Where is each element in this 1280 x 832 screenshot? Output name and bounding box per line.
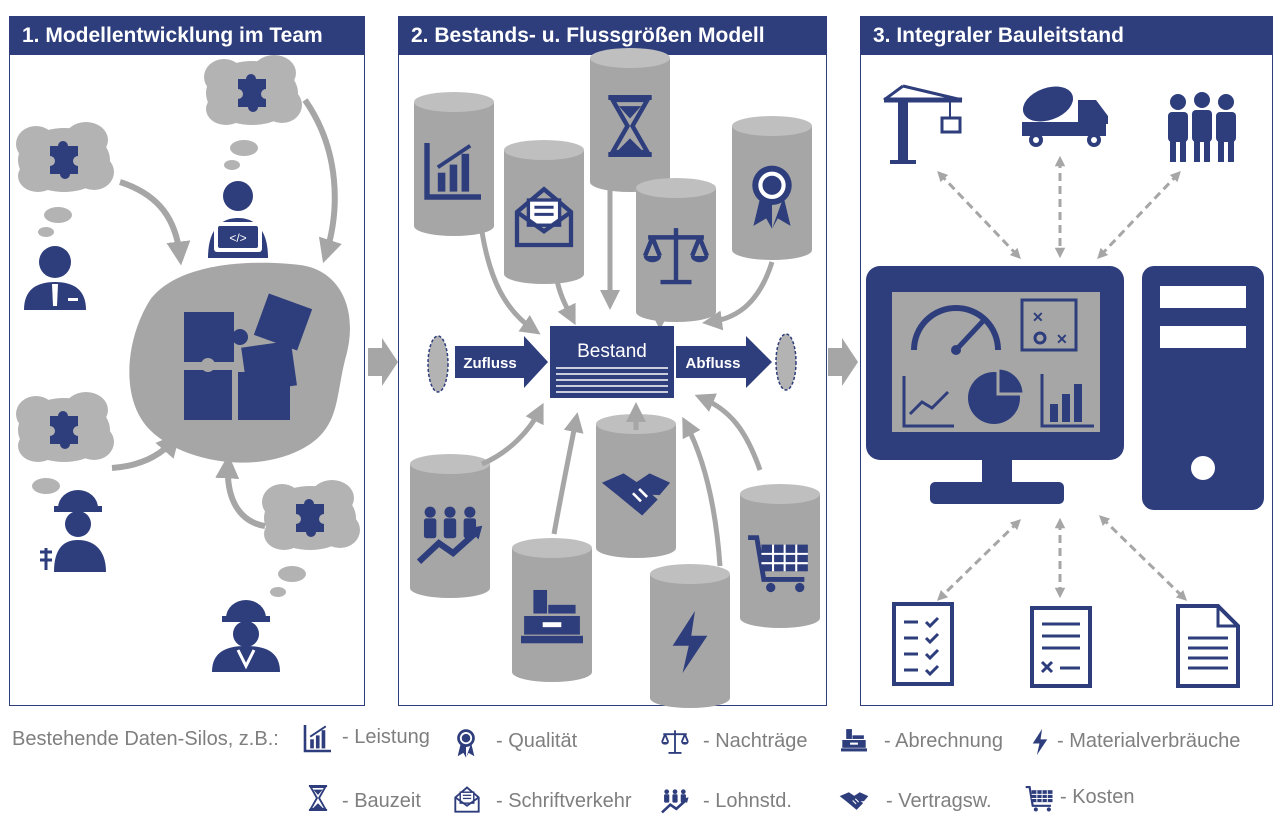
legend-label: - Leistung bbox=[342, 726, 430, 748]
tactics-board-icon: ✕ ✕ bbox=[1020, 298, 1078, 352]
stock-label: Bestand bbox=[577, 341, 647, 362]
inflow-label: Zufluss bbox=[463, 355, 516, 372]
flow-arrows-silos bbox=[479, 190, 775, 567]
shopping-cart-icon bbox=[748, 535, 808, 593]
legend-label: - Bauzeit bbox=[342, 790, 421, 812]
construction-worker-icon bbox=[212, 600, 280, 672]
thought-bubble bbox=[16, 122, 114, 237]
handshake-icon bbox=[839, 792, 869, 810]
thought-bubble bbox=[262, 480, 360, 597]
electrician-icon bbox=[40, 490, 106, 572]
bar-chart-icon bbox=[424, 143, 481, 200]
lightning-icon bbox=[672, 611, 708, 673]
data-silo-cylinder bbox=[504, 140, 584, 284]
data-silo-cylinder bbox=[636, 178, 716, 322]
hourglass-icon bbox=[608, 95, 652, 157]
legend-label: - Qualität bbox=[496, 730, 578, 752]
bar-chart-icon bbox=[303, 725, 331, 753]
monitor-dashboard-icon: ✕ ✕ bbox=[866, 266, 1124, 504]
data-silo-cylinder bbox=[590, 48, 670, 192]
thought-bubble bbox=[204, 55, 302, 170]
legend-label: - Abrechnung bbox=[884, 730, 1003, 752]
bar-chart-icon bbox=[1040, 374, 1094, 428]
document-icon bbox=[1176, 604, 1240, 688]
line-chart-icon bbox=[902, 376, 954, 428]
data-silo-cylinder bbox=[650, 564, 730, 708]
outflow-label: Abfluss bbox=[685, 355, 740, 372]
invoice-icon bbox=[1030, 606, 1092, 688]
panel-title: 1. Modellentwicklung im Team bbox=[10, 17, 364, 55]
legend-lead: Bestehende Daten-Silos, z.B.: bbox=[12, 728, 279, 750]
data-silo-cylinder bbox=[740, 484, 820, 628]
envelope-icon bbox=[514, 186, 574, 248]
svg-text:</>: </> bbox=[229, 231, 246, 245]
legend-label: - Kosten bbox=[1060, 786, 1135, 808]
shopping-cart-icon bbox=[1025, 785, 1053, 812]
dashed-link-arrows bbox=[936, 155, 1188, 601]
pie-chart-icon bbox=[968, 366, 1026, 424]
award-ribbon-icon bbox=[752, 165, 792, 229]
data-silo-cylinder bbox=[414, 92, 494, 236]
crane-icon bbox=[883, 84, 963, 164]
chevron-arrow-icon bbox=[368, 338, 398, 386]
combined-puzzle-icon bbox=[184, 293, 313, 420]
data-silo-cylinder bbox=[512, 538, 592, 682]
team-group-icon bbox=[1168, 92, 1236, 162]
handshake-icon bbox=[601, 473, 671, 516]
panel-title: 2. Bestands- u. Flussgrößen Modell bbox=[399, 17, 826, 55]
team-blob bbox=[129, 262, 350, 463]
cash-register-icon bbox=[841, 729, 867, 752]
thought-bubble bbox=[16, 392, 114, 494]
legend-label: - Materialverbräuche bbox=[1057, 730, 1241, 752]
workforce-trend-icon bbox=[416, 506, 483, 565]
legend-label: - Schriftverkehr bbox=[496, 790, 632, 812]
cash-register-icon bbox=[521, 589, 583, 644]
legend-label: - Vertragsw. bbox=[886, 790, 992, 812]
gauge-icon bbox=[911, 305, 1001, 355]
checklist-icon bbox=[892, 602, 954, 686]
chevron-arrow-icon bbox=[828, 338, 858, 386]
flow-arrows-team bbox=[111, 98, 342, 529]
legend-label: - Nachträge bbox=[703, 730, 808, 752]
outflow-arrow: Abfluss bbox=[676, 336, 772, 388]
businessman-icon bbox=[24, 246, 86, 310]
panel-title: 3. Integraler Bauleitstand bbox=[861, 17, 1272, 55]
envelope-icon bbox=[454, 786, 480, 813]
stock-box: Bestand bbox=[550, 326, 674, 398]
legend-label: - Lohnstd. bbox=[703, 790, 792, 812]
server-tower-icon bbox=[1142, 266, 1264, 510]
scales-icon bbox=[642, 228, 710, 285]
svg-text:✕: ✕ bbox=[1056, 331, 1068, 347]
data-silo-cylinder bbox=[596, 414, 676, 558]
developer-icon: </> bbox=[208, 181, 268, 258]
concrete-mixer-truck-icon bbox=[1022, 86, 1108, 147]
data-silo-cylinder bbox=[732, 116, 812, 260]
hourglass-icon bbox=[308, 785, 328, 811]
data-silo-cylinder bbox=[410, 454, 490, 598]
inflow-arrow: Zufluss bbox=[455, 336, 548, 388]
source-cloud-icon bbox=[427, 335, 449, 393]
lightning-icon bbox=[1032, 729, 1048, 755]
sink-cloud-icon bbox=[775, 333, 797, 391]
workforce-trend-icon bbox=[661, 789, 689, 814]
scales-icon bbox=[661, 730, 689, 754]
award-ribbon-icon bbox=[457, 729, 475, 758]
svg-text:✕: ✕ bbox=[1032, 309, 1044, 325]
